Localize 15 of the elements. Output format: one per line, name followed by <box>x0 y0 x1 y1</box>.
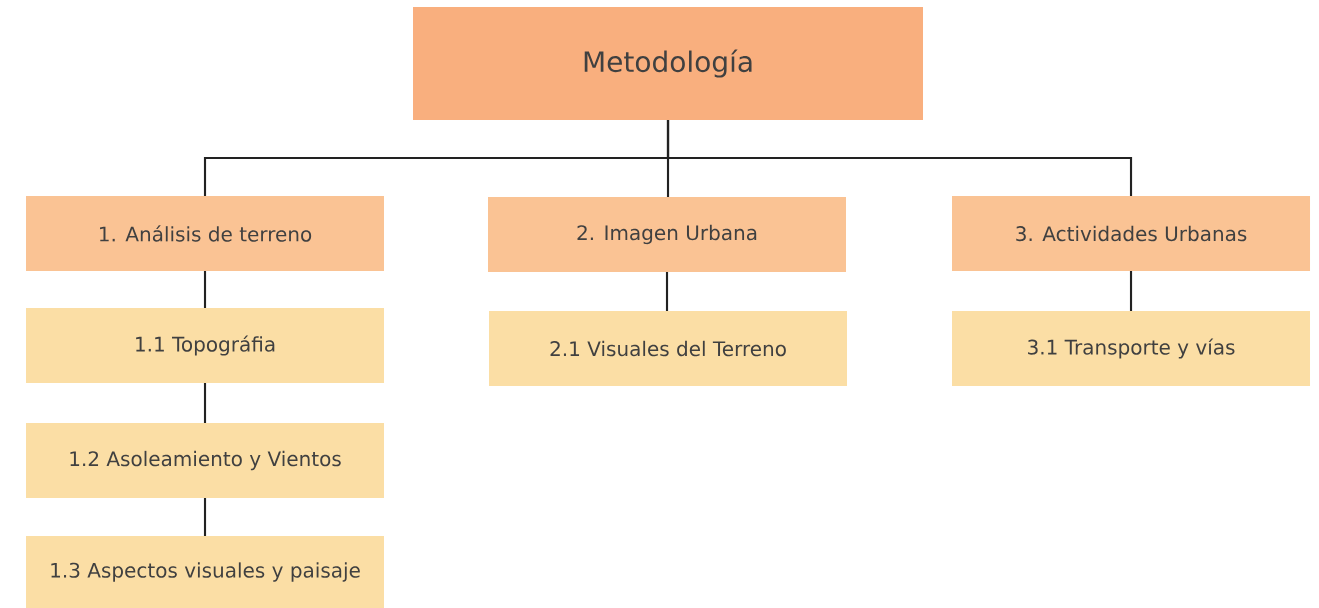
category-box: 3. Actividades Urbanas <box>952 196 1310 271</box>
connector-line <box>1129 271 1133 311</box>
topic-box: 2.1 Visuales del Terreno <box>489 311 847 386</box>
connector-line <box>203 383 207 423</box>
connector-line <box>203 498 207 536</box>
title-box: Metodología <box>413 7 923 120</box>
category-box: 2. Imagen Urbana <box>488 197 846 272</box>
category-box: 1. Análisis de terreno <box>26 196 384 271</box>
topic-box: 1.1 Topográfia <box>26 308 384 383</box>
connector-line <box>665 272 669 311</box>
connector-line <box>666 120 1133 196</box>
topic-box: 3.1 Transporte y vías <box>952 311 1310 386</box>
connector-line <box>203 271 207 308</box>
topic-box: 1.2 Asoleamiento y Vientos <box>26 423 384 498</box>
topic-box: 1.3 Aspectos visuales y paisaje <box>26 536 384 608</box>
